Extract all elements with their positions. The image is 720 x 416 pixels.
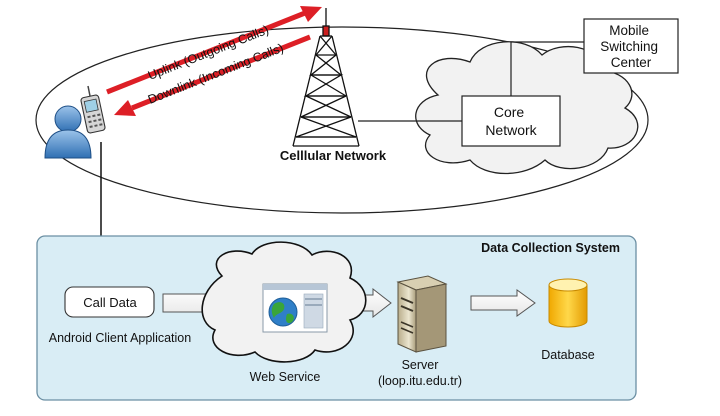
android-app-label: Android Client Application bbox=[49, 331, 191, 345]
call-data-label: Call Data bbox=[83, 295, 137, 310]
core-network-label: Core Network bbox=[485, 104, 537, 138]
phone-icon bbox=[80, 85, 106, 134]
server-icon bbox=[396, 275, 448, 353]
data-collection-title: Data Collection System bbox=[481, 241, 620, 255]
cellular-network-label: Celllular Network bbox=[280, 148, 387, 163]
call-data-box[interactable] bbox=[64, 286, 155, 318]
database-label: Database bbox=[541, 348, 595, 362]
core-to-msc-line bbox=[510, 41, 584, 96]
globe-icon bbox=[268, 297, 298, 327]
tower-icon bbox=[292, 8, 360, 147]
server-to-database-arrow bbox=[470, 289, 536, 317]
downlink-arrow bbox=[114, 34, 311, 116]
msc-box[interactable] bbox=[583, 18, 679, 74]
server-host-label: (loop.itu.edu.tr) bbox=[378, 374, 462, 388]
cellular-network-ellipse bbox=[35, 26, 649, 214]
uplink-arrow bbox=[106, 6, 322, 95]
database-icon bbox=[548, 278, 588, 328]
user-icon bbox=[44, 105, 92, 159]
server-label: Server bbox=[402, 358, 439, 372]
msc-label: Mobile Switching Center bbox=[600, 23, 662, 70]
core-network-box[interactable] bbox=[461, 95, 561, 147]
web-service-label: Web Service bbox=[250, 370, 321, 384]
